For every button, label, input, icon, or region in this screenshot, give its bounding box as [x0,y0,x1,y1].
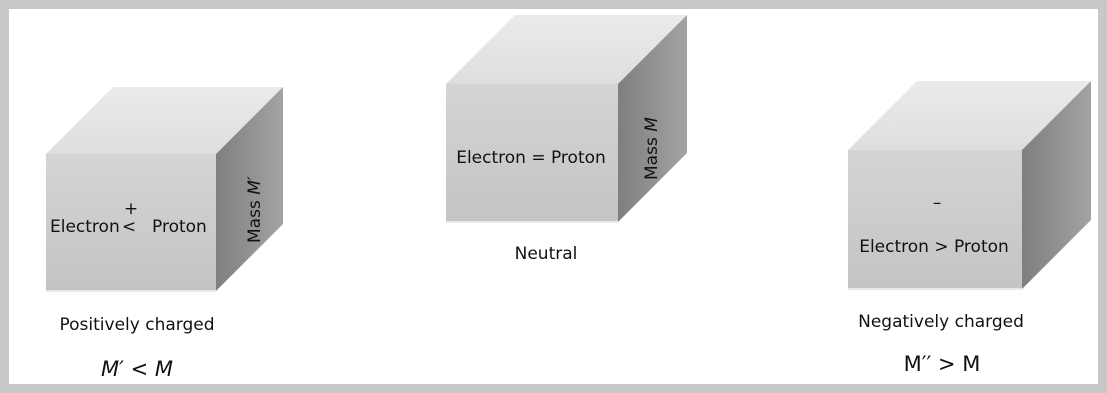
cube-positive: + Electron < Proton Mass M′ Positively c… [46,87,283,381]
cube-positive-sign: + [124,199,138,219]
cube-positive-caption: Positively charged [60,315,215,335]
cube-neutral-side-label: Mass M [642,117,662,180]
cube-positive-face-operator: < [122,217,136,237]
cube-neutral-caption: Neutral [515,244,578,264]
cube-negative-relation: M′′ > M [904,352,981,376]
cube-neutral-face-text: Electron = Proton [456,148,606,168]
cube-neutral-front-face [446,84,618,222]
cube-neutral-side-face [618,15,687,222]
cube-neutral: Electron = Proton Mass M Neutral [446,15,687,264]
cube-positive-side-face [216,87,283,291]
cube-positive-top-face [46,87,283,154]
cube-negative-caption: Negatively charged [858,312,1024,332]
cube-negative-face-text: Electron > Proton [859,237,1009,257]
cube-negative-top-face [848,81,1091,150]
cube-negative: – Electron > Proton Negatively charged M… [848,81,1091,376]
cube-positive-relation: M′ < M [101,357,173,381]
cube-positive-face-right: Proton [152,217,207,237]
cube-negative-side-face [1022,81,1091,289]
cube-positive-front-face [46,154,216,291]
cube-negative-sign: – [933,193,942,213]
cube-positive-side-label: Mass M′ [245,176,265,243]
cube-positive-face-left: Electron [50,217,120,237]
cube-negative-front-face [848,150,1022,289]
cube-neutral-top-face [446,15,687,84]
